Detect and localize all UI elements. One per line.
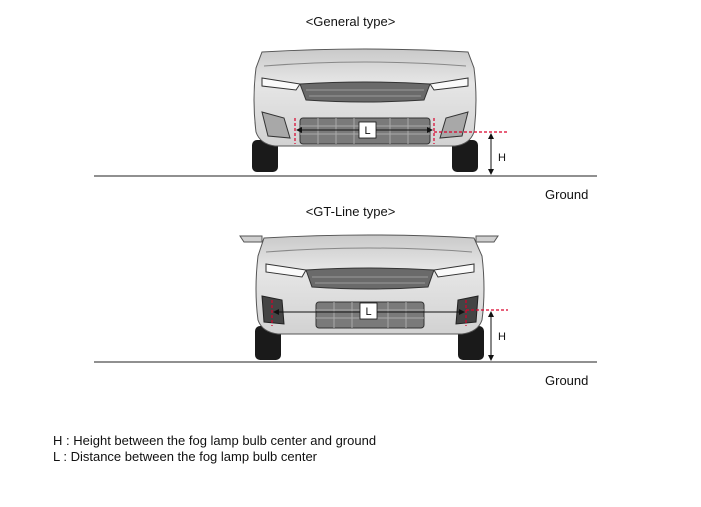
legend-h-definition: H : Height between the fog lamp bulb cen…: [53, 433, 377, 448]
general-type-title: <General type>: [305, 14, 396, 29]
left-tire: [252, 140, 278, 172]
gt-line-type-title: <GT-Line type>: [305, 204, 396, 219]
left-fog-lamp: [261, 295, 285, 325]
upper-grille: [305, 267, 435, 290]
right-headlamp: [433, 263, 475, 278]
h-label: H: [498, 331, 506, 343]
gt-line-type-car-front: [239, 234, 499, 360]
left-tire: [255, 326, 281, 360]
general-measurements: L H: [294, 118, 508, 175]
right-tire: [452, 140, 478, 172]
ground-label-general: Ground: [545, 187, 589, 202]
gt-line-measurements: L H: [271, 300, 508, 361]
left-headlamp: [261, 77, 301, 91]
right-tire: [458, 326, 484, 360]
l-label: L: [365, 306, 371, 318]
upper-grille: [299, 81, 431, 103]
ground-label-gt-line: Ground: [545, 373, 589, 388]
left-headlamp: [265, 263, 307, 278]
general-type-car-front: [252, 48, 478, 172]
left-fog-lamp: [261, 111, 291, 139]
legend-l-definition: L : Distance between the fog lamp bulb c…: [53, 449, 318, 464]
right-headlamp: [429, 77, 469, 91]
h-label: H: [498, 152, 506, 164]
l-label: L: [364, 125, 370, 137]
